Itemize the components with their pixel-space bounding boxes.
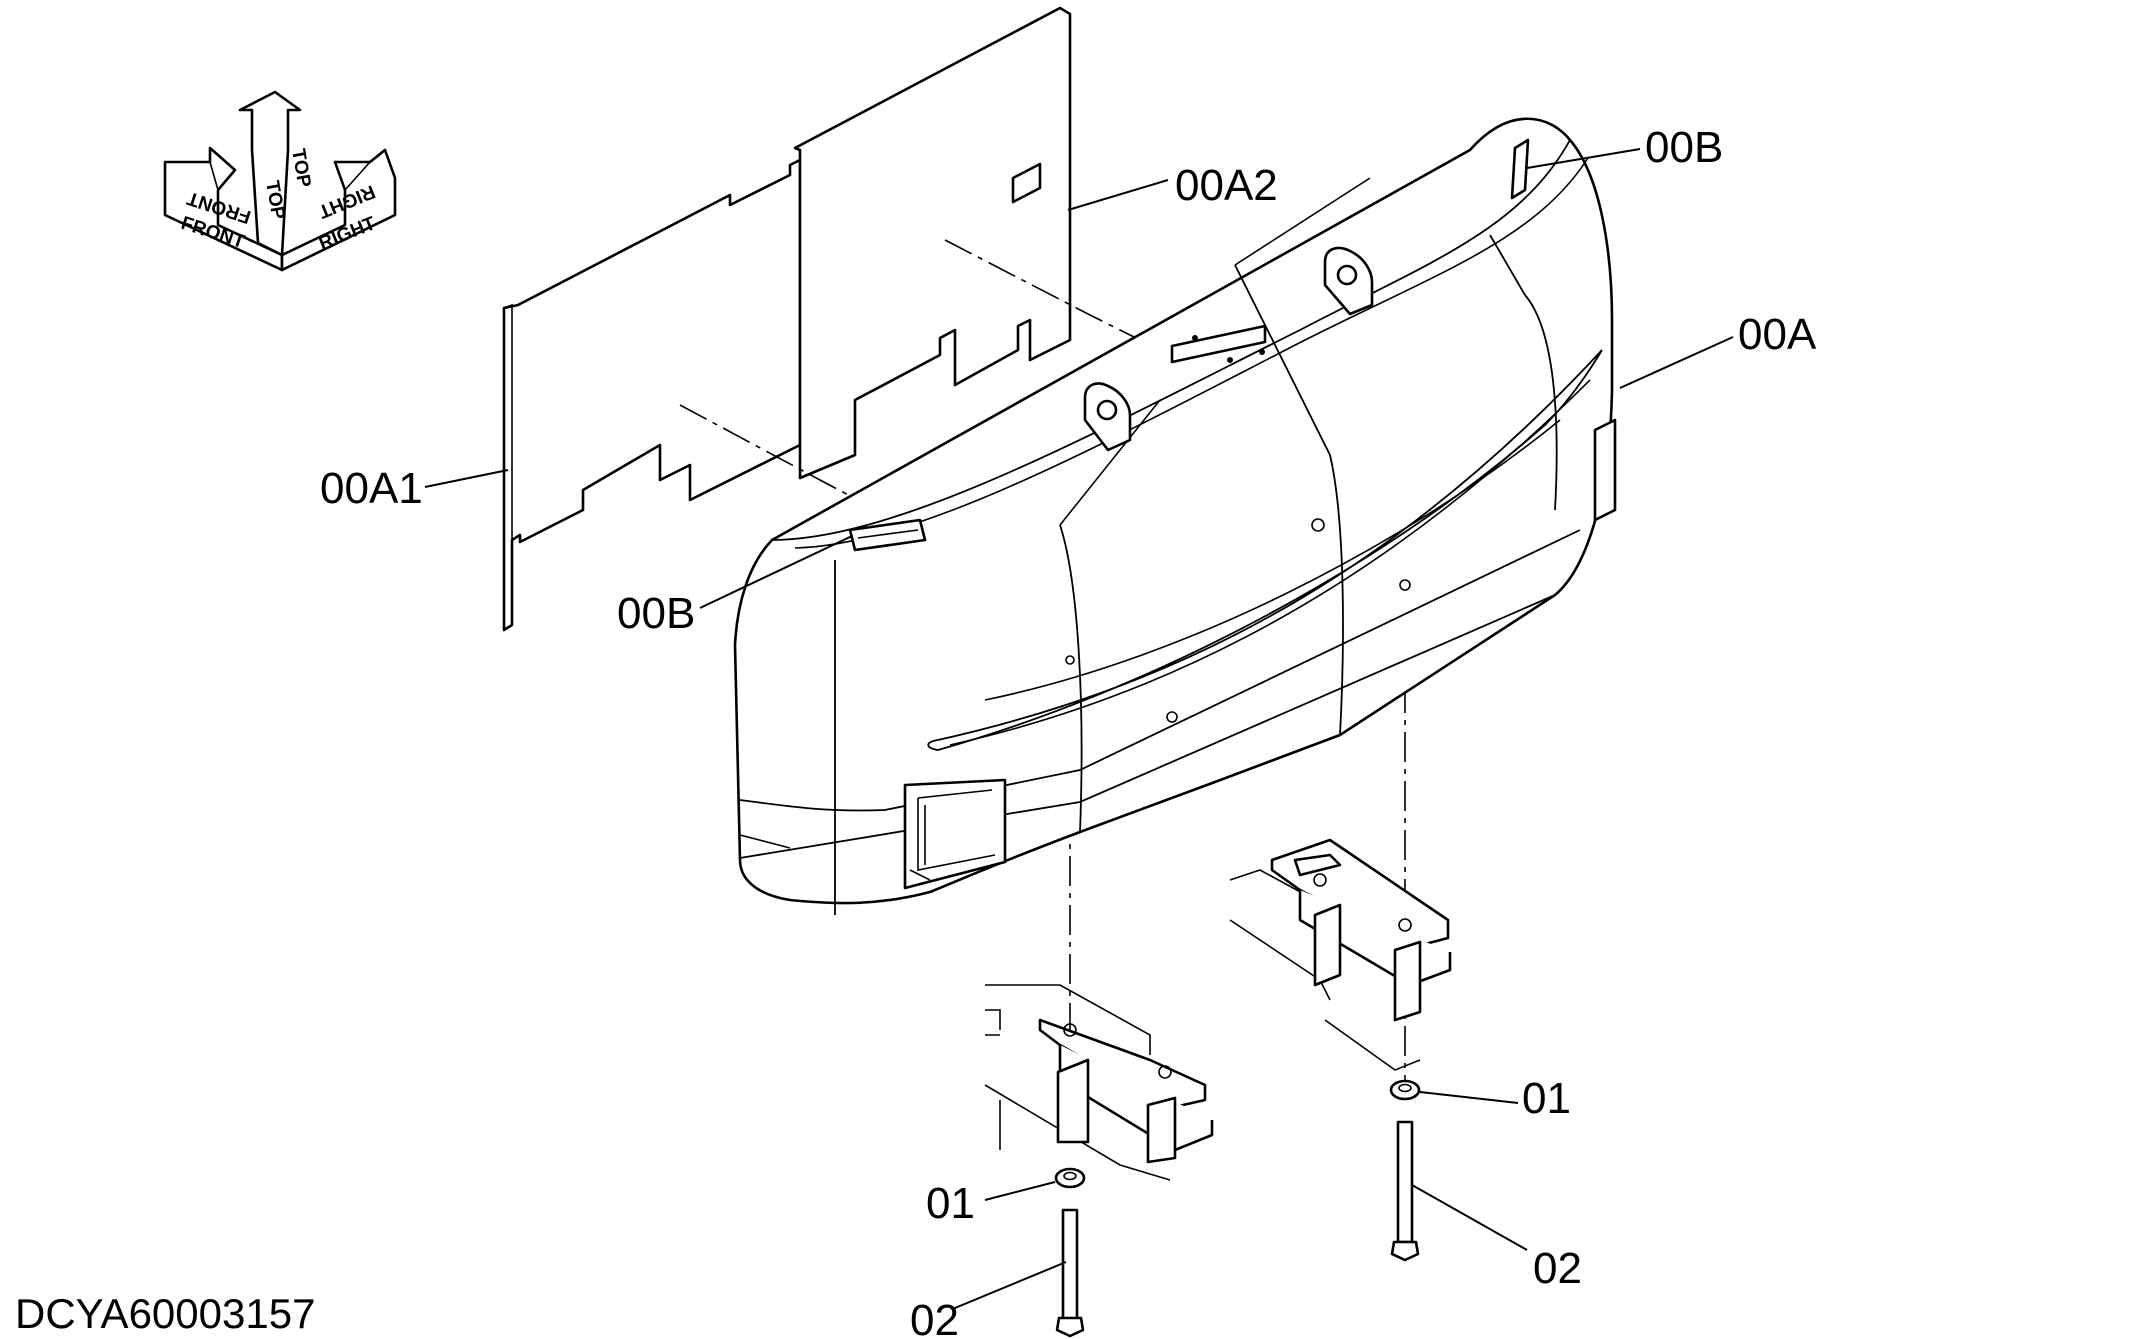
callout-00a: 00A: [1738, 310, 1817, 359]
callout-00b-top: 00B: [1645, 123, 1723, 172]
counterweight-00a: [733, 117, 1617, 915]
callout-00b-front: 00B: [617, 589, 695, 638]
frame-bracket-left: [984, 984, 1214, 1181]
callout-02-right: 02: [1533, 1244, 1582, 1293]
bolt-right-02: [1390, 1120, 1420, 1262]
leader-lines: [424, 148, 1734, 1309]
drawing-code: DCYA60003157: [15, 1290, 315, 1337]
washer-right-01: [1389, 1079, 1421, 1101]
callout-01-right: 01: [1522, 1074, 1571, 1123]
orientation-top-label-mirrored: TOP: [287, 147, 314, 189]
callout-00a1: 00A1: [320, 464, 423, 513]
plate-00a1: [502, 158, 802, 632]
bolt-left-02: [1055, 1208, 1085, 1338]
washer-left-01: [1054, 1167, 1086, 1189]
callout-labels: 00A2 00B 00A 00A1 00B 01 01 02 02: [320, 123, 1817, 1339]
callout-02-left: 02: [910, 1296, 959, 1339]
frame-bracket-right: [1229, 838, 1452, 1071]
plate-00a2: [793, 6, 1072, 480]
orientation-icon: FRONT FRONT TOP TOP RIGHT RIGHT: [163, 90, 397, 272]
callout-00a2: 00A2: [1175, 161, 1278, 210]
callout-01-left: 01: [926, 1179, 975, 1228]
